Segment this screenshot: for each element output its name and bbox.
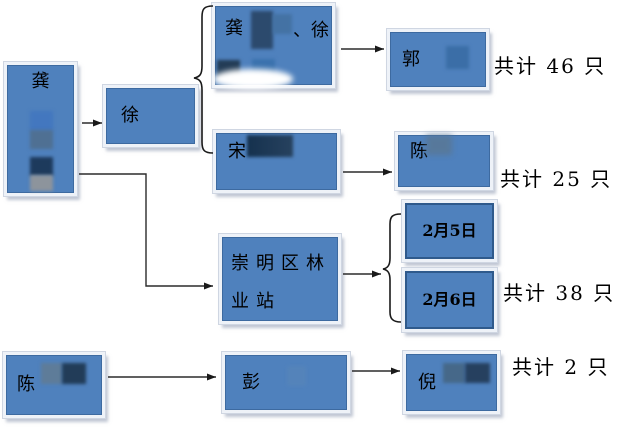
node-peng-label: 彭	[242, 371, 260, 393]
redaction-blur	[30, 157, 53, 176]
node-feb6: 2月6日	[402, 268, 497, 332]
total-count-38: 共计 38 只	[503, 281, 616, 305]
redaction-blur	[30, 111, 53, 131]
elbow-arrow-gong-to-chongming	[79, 173, 213, 290]
redaction-blur	[443, 363, 465, 383]
redaction-blur	[251, 11, 273, 49]
node-song-label: 宋	[228, 141, 246, 162]
redaction-blur	[465, 363, 490, 383]
redaction-blur	[426, 135, 452, 155]
node-gong-xu-label-part1: 龚	[225, 18, 243, 39]
redaction-blur	[273, 14, 292, 34]
node-chen-bottom: 陈	[3, 352, 105, 418]
node-feb6-label: 2月6日	[422, 290, 477, 309]
redaction-whiteout-blob	[213, 69, 293, 89]
total-count-46: 共计 46 只	[494, 54, 607, 78]
node-chen-middle-label: 陈	[410, 141, 428, 162]
redaction-blur	[30, 175, 53, 191]
node-chen-middle: 陈	[395, 132, 493, 190]
node-chongming-label: 崇明区林业站	[231, 253, 331, 312]
redaction-blur	[446, 46, 469, 69]
node-peng: 彭	[222, 352, 350, 413]
node-guo-label: 郭	[402, 48, 420, 70]
node-ni-label: 倪	[418, 371, 436, 393]
node-gong-main: 龚	[4, 62, 77, 196]
node-chen-bottom-label: 陈	[17, 374, 35, 395]
node-feb5-label: 2月5日	[422, 221, 477, 240]
total-count-25: 共计 25 只	[500, 167, 613, 191]
node-chongming-forestry-station: 崇明区林业站	[219, 234, 341, 324]
redaction-blur	[41, 363, 62, 384]
node-xu-label: 徐	[121, 105, 139, 126]
node-guo: 郭	[387, 29, 489, 90]
node-feb5: 2月5日	[402, 200, 497, 262]
node-xu: 徐	[103, 85, 198, 147]
node-gong-xu-label-part2: 、徐	[293, 20, 329, 41]
redaction-blur	[247, 135, 293, 157]
node-song: 宋	[213, 130, 340, 193]
redaction-blur	[62, 363, 86, 384]
total-count-2: 共计 2 只	[512, 355, 610, 379]
redaction-blur	[287, 366, 306, 386]
brace-dates-split	[382, 213, 402, 323]
redaction-blur	[30, 130, 53, 149]
node-gong-main-label: 龚	[31, 71, 50, 92]
